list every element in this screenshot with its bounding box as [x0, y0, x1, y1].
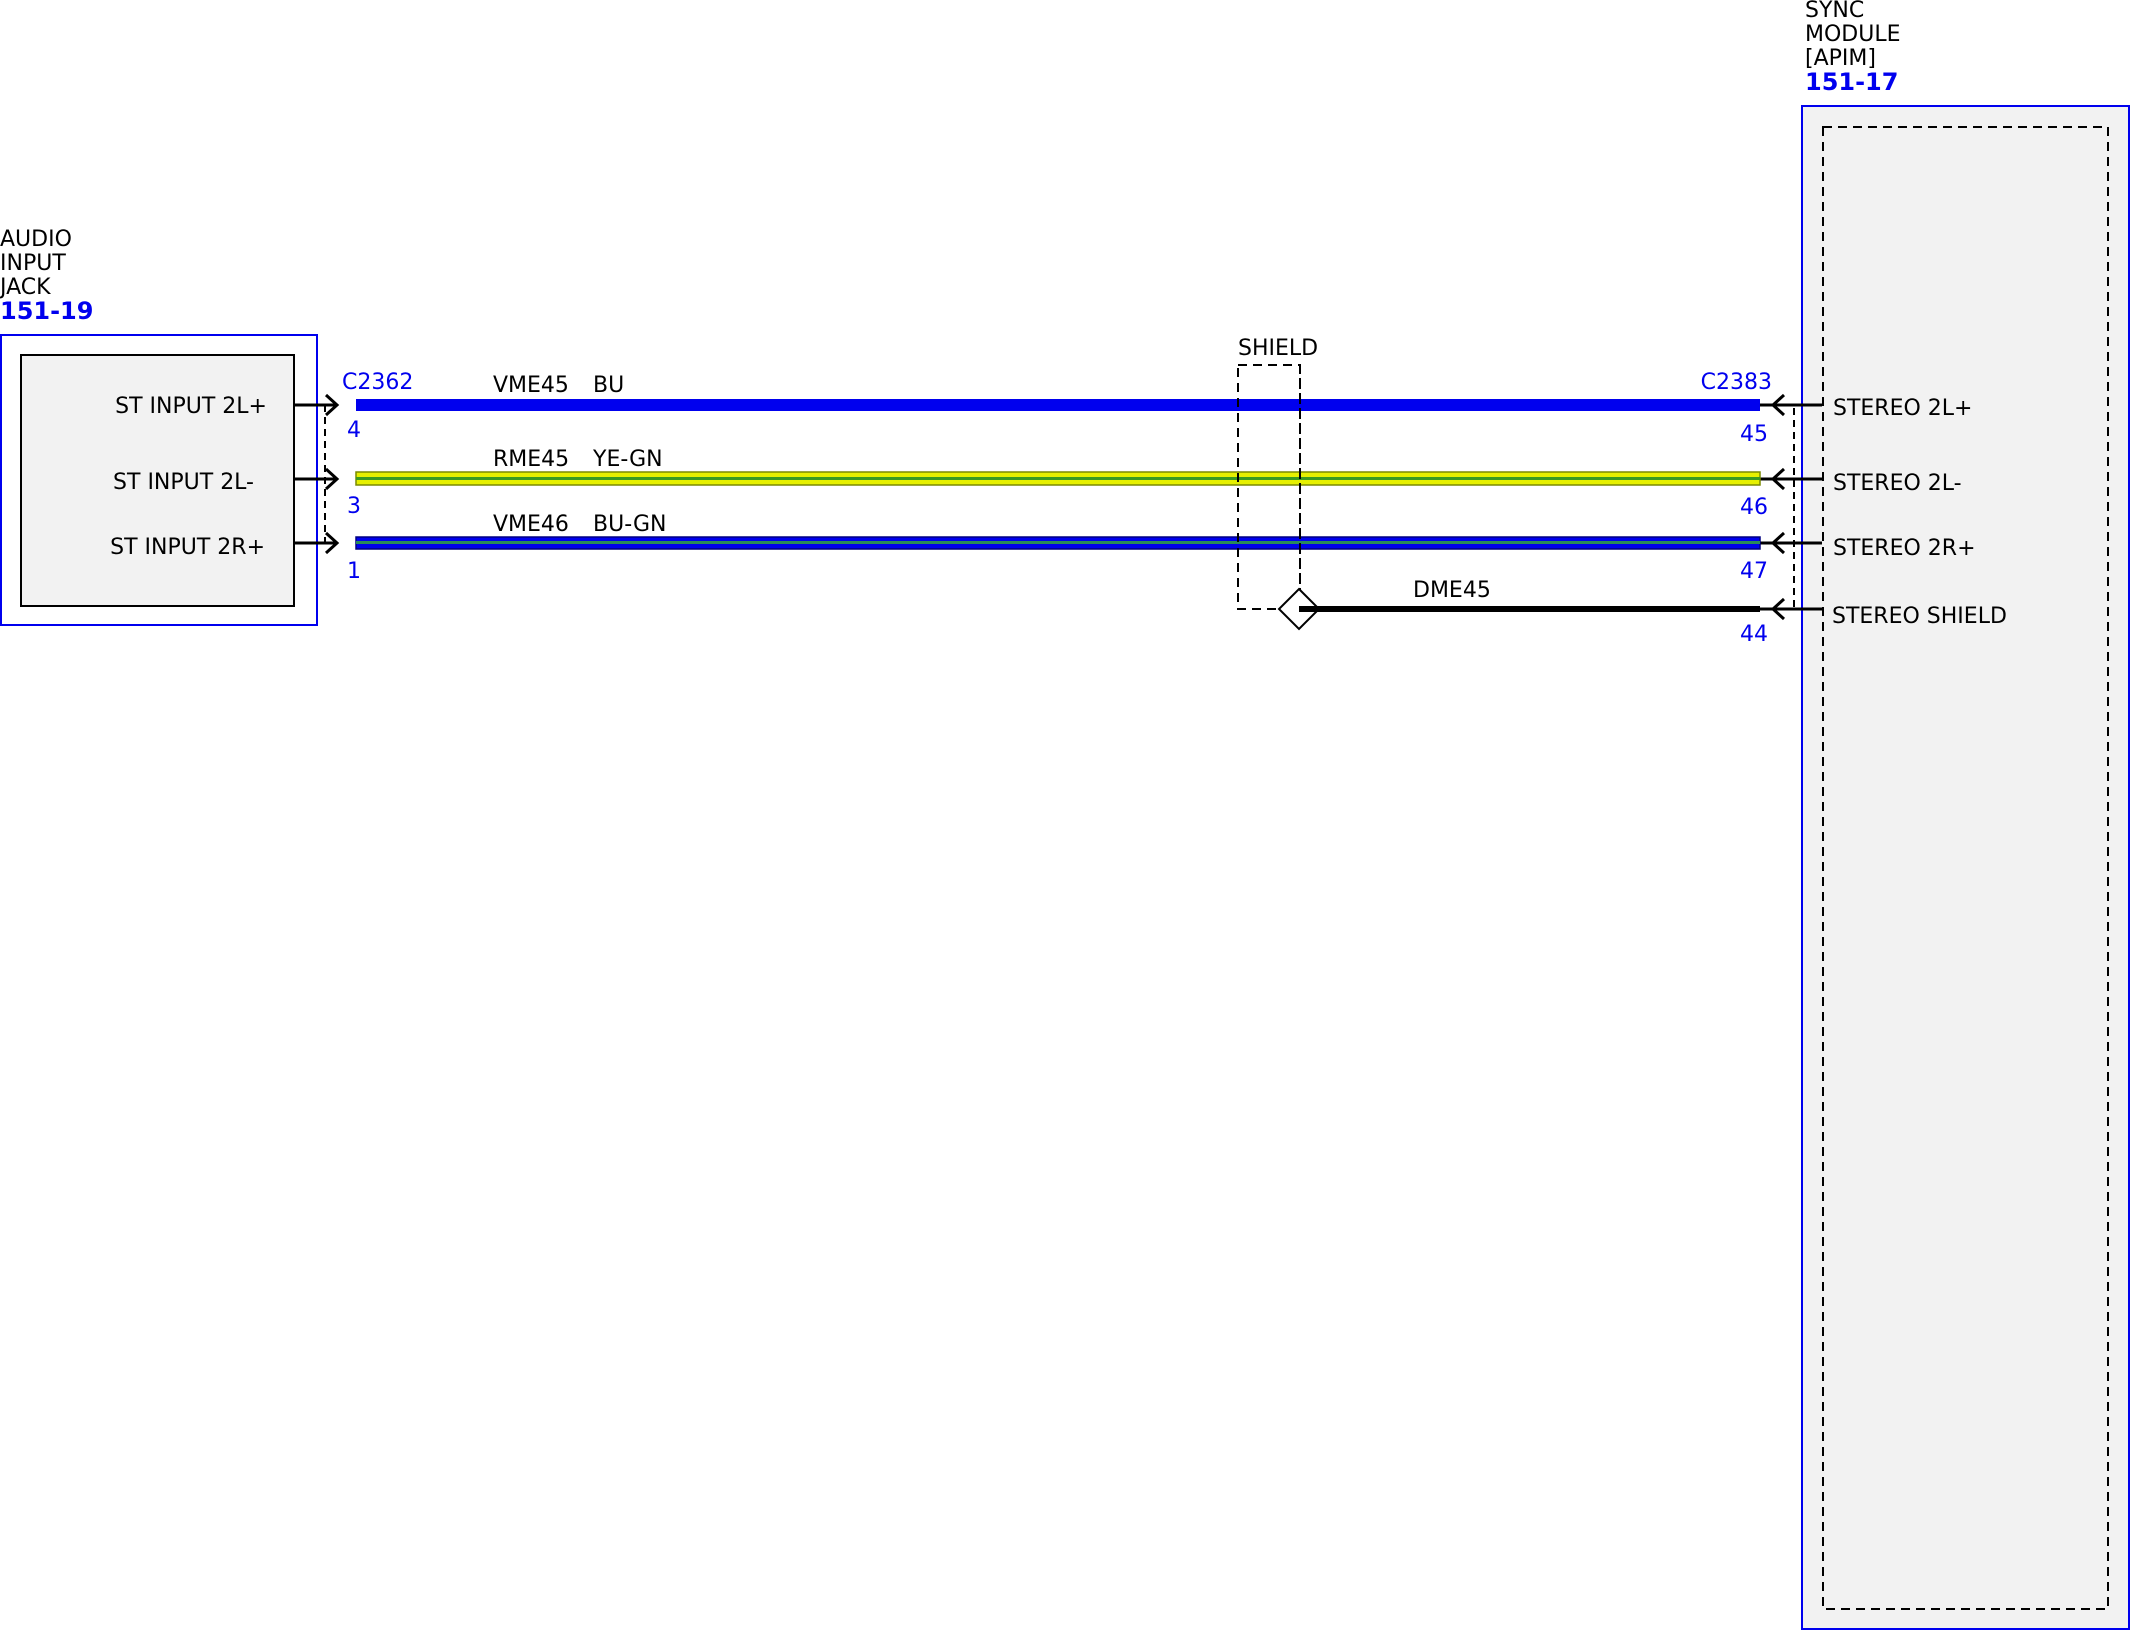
wire-dme45-circuit: DME45: [1413, 578, 1491, 603]
sync-pin-label-2l-minus: STEREO 2L-: [1833, 471, 1962, 496]
sync-pin-label-shield: STEREO SHIELD: [1832, 604, 2007, 629]
audio-input-jack[interactable]: AUDIO INPUT JACK 151-19 ST INPUT 2L+ ST …: [0, 227, 318, 626]
sync-internal-dashed: [1822, 126, 2109, 1610]
wire-rme45[interactable]: RME45 YE-GN 3 46: [347, 447, 1768, 520]
left-connector-bracket: [324, 404, 337, 544]
wire-vme45-body: [356, 399, 1760, 411]
left-connector-id: C2362: [342, 370, 413, 395]
wire-dme45-right-pin: 44: [1740, 622, 1768, 647]
jack-body: [20, 354, 295, 607]
shield-label: SHIELD: [1238, 336, 1318, 361]
jack-name-line-3: JACK: [0, 275, 51, 300]
wire-vme46-color: BU-GN: [593, 512, 666, 537]
right-connector: C2383: [1701, 370, 1822, 621]
left-connector: C2362: [294, 370, 413, 555]
sync-name-line-3: [APIM]: [1805, 46, 1876, 71]
jack-pin-label-2r-plus: ST INPUT 2R+: [110, 535, 265, 560]
jack-pin-label-2l-minus: ST INPUT 2L-: [113, 470, 254, 495]
wire-dme45[interactable]: DME45 44: [1299, 578, 1768, 647]
left-arrow-pin-3: [294, 467, 340, 491]
wire-vme45-circuit: VME45: [493, 373, 569, 398]
jack-name-line-2: INPUT: [0, 251, 66, 276]
wire-rme45-color: YE-GN: [592, 447, 663, 472]
right-connector-id: C2383: [1701, 370, 1772, 395]
wire-vme45-right-pin: 45: [1740, 422, 1768, 447]
right-connector-bracket: [1773, 404, 1795, 610]
wire-vme46-stripe: [356, 541, 1760, 544]
wire-vme45-left-pin: 4: [347, 418, 361, 443]
right-arrow-pin-47: [1760, 531, 1822, 555]
sync-module[interactable]: SYNC MODULE [APIM] 151-17 STEREO 2L+ STE…: [1801, 0, 2130, 1630]
wire-vme46-right-pin: 47: [1740, 559, 1768, 584]
sync-name-line-2: MODULE: [1805, 22, 1901, 47]
wire-rme45-stripe: [356, 477, 1760, 480]
wire-rme45-left-pin: 3: [347, 494, 361, 519]
sync-pin-label-2l-plus: STEREO 2L+: [1833, 396, 1973, 421]
right-arrow-pin-46: [1760, 467, 1822, 491]
wire-rme45-circuit: RME45: [493, 447, 569, 472]
wire-rme45-right-pin: 46: [1740, 495, 1768, 520]
wire-vme45[interactable]: VME45 BU 4 45: [347, 373, 1768, 447]
jack-pin-label-2l-plus: ST INPUT 2L+: [115, 394, 267, 419]
jack-name-line-1: AUDIO: [0, 227, 72, 252]
jack-ref: 151-19: [0, 297, 93, 325]
wire-vme45-color: BU: [593, 373, 624, 398]
wire-vme46[interactable]: VME46 BU-GN 1 47: [347, 512, 1768, 584]
sync-outline: [1801, 105, 2130, 1630]
wire-vme46-left-pin: 1: [347, 559, 361, 584]
wire-vme46-circuit: VME46: [493, 512, 569, 537]
sync-ref: 151-17: [1805, 68, 1898, 96]
sync-pin-label-2r-plus: STEREO 2R+: [1833, 536, 1976, 561]
sync-name-line-1: SYNC: [1805, 0, 1864, 23]
